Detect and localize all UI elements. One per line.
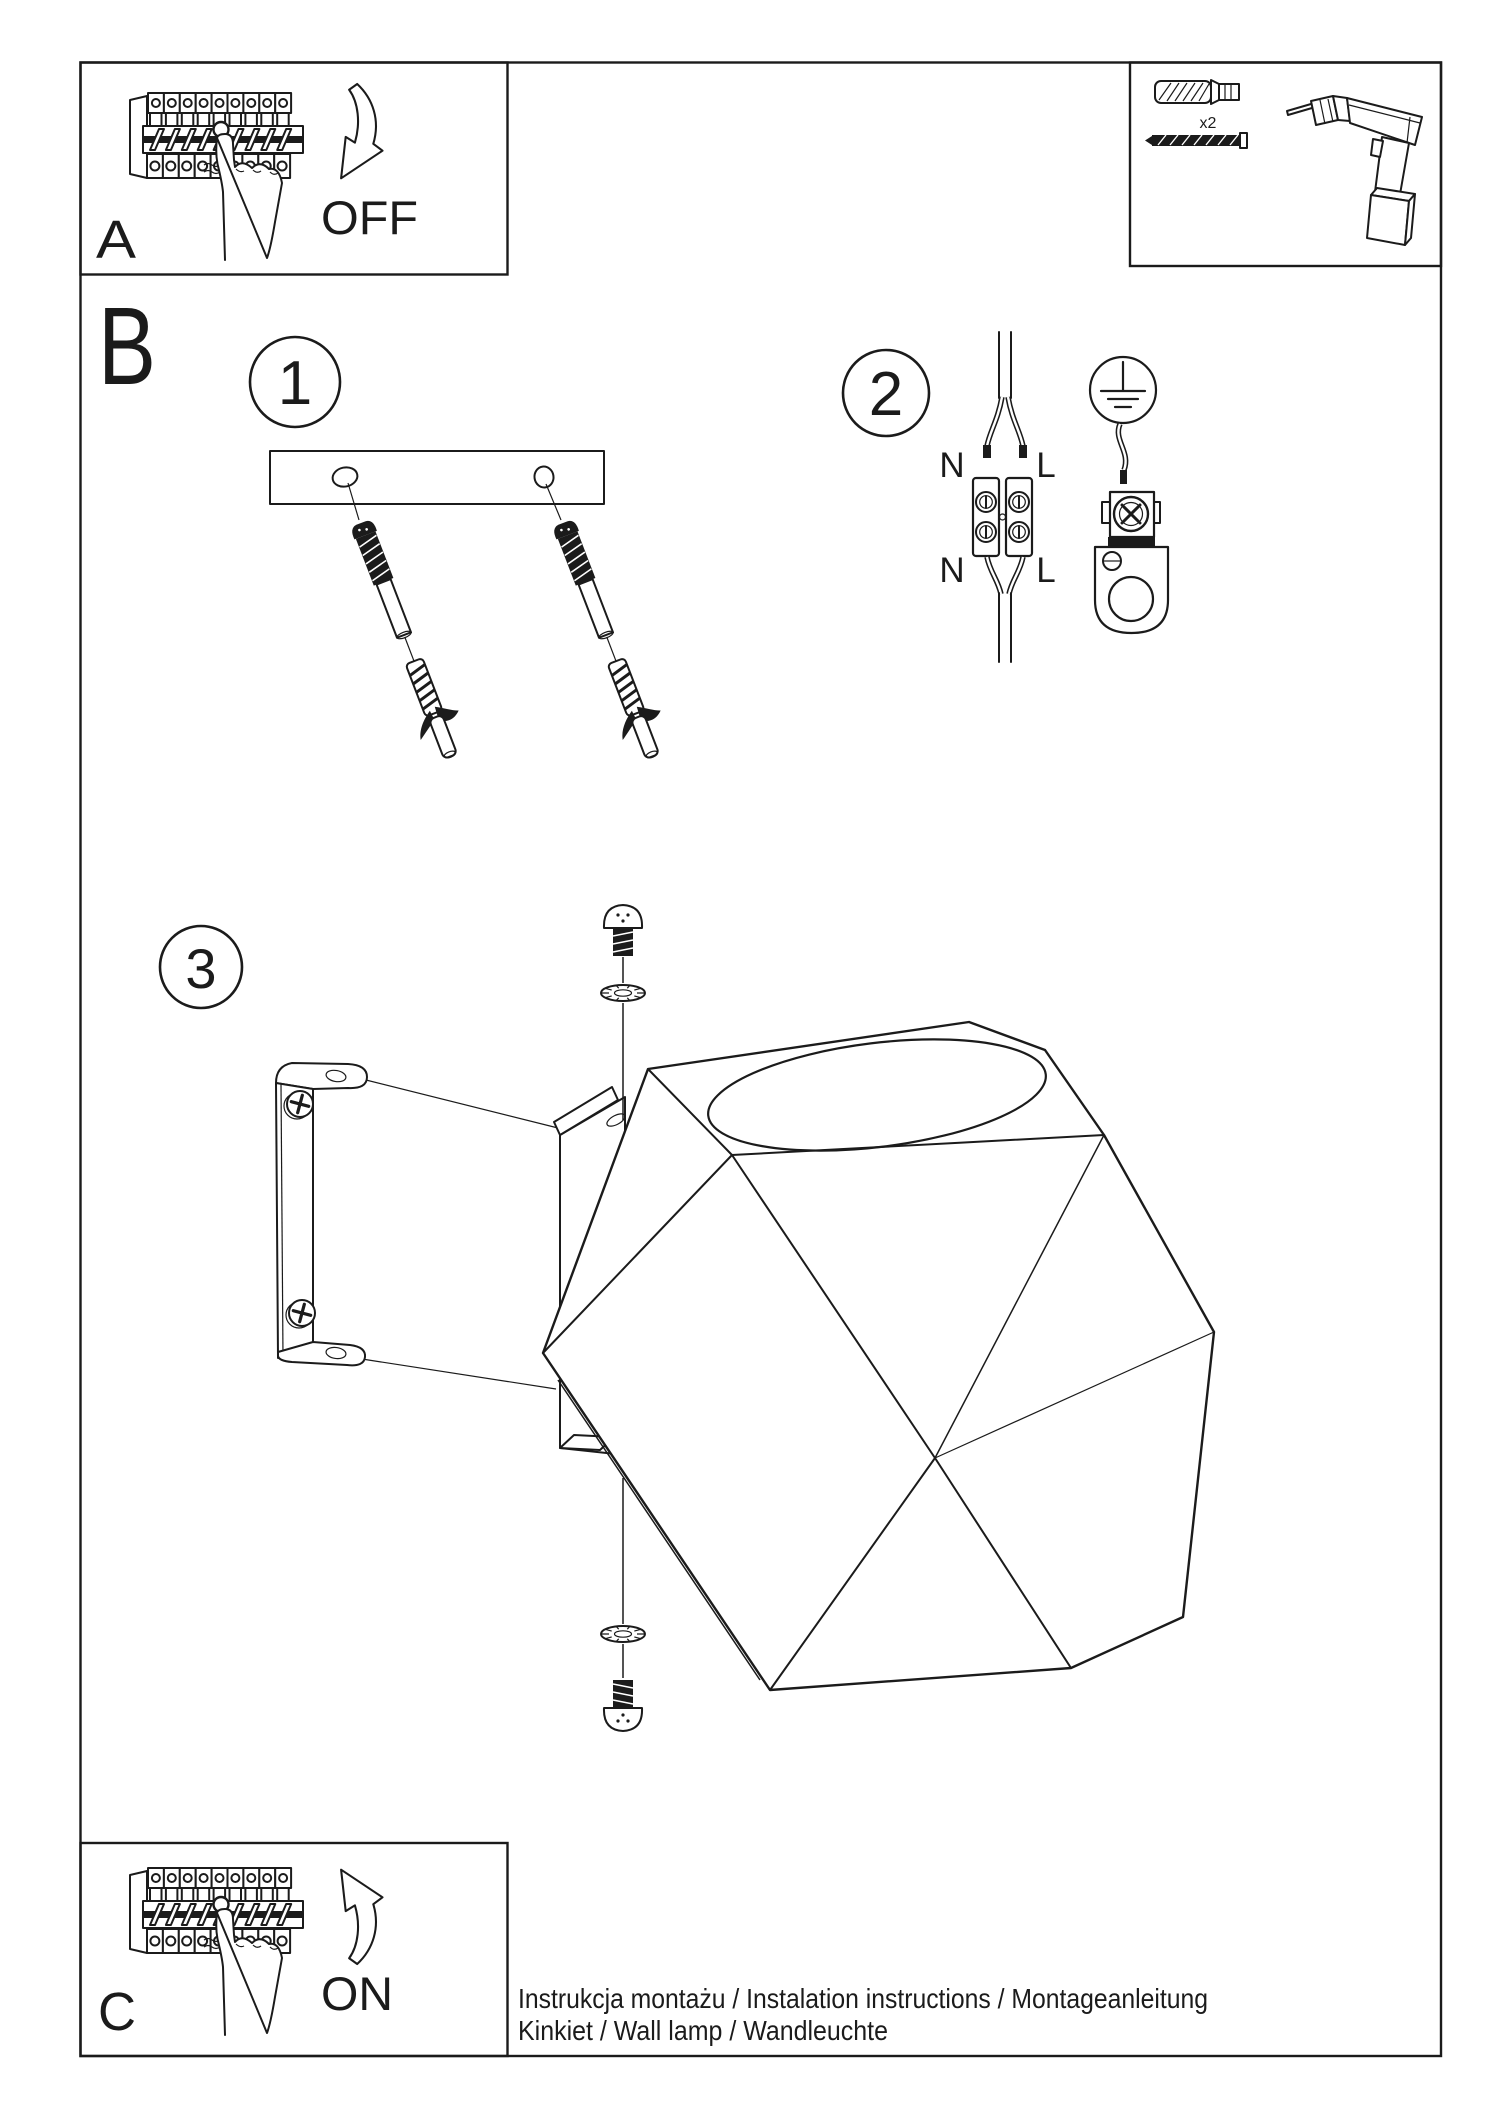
off-label: OFF bbox=[321, 191, 418, 244]
section-label-c: C bbox=[98, 1982, 136, 2042]
terminal-block-illustration bbox=[971, 331, 1034, 663]
on-label: ON bbox=[321, 1967, 393, 2020]
screw-anchor-illustration bbox=[338, 512, 475, 767]
step2-illustration: 2 N L N L bbox=[841, 331, 1170, 663]
step1-number: 1 bbox=[278, 349, 312, 418]
wall-bracket-illustration bbox=[275, 1062, 368, 1367]
page-border bbox=[79, 61, 1443, 2058]
drill-icon bbox=[1286, 95, 1423, 246]
step3-illustration: 3 bbox=[158, 904, 1216, 1732]
mounting-screw-top-icon bbox=[602, 904, 644, 957]
screw-anchor-illustration bbox=[540, 512, 677, 767]
ground-terminal-illustration bbox=[1093, 422, 1170, 635]
step3-circle bbox=[158, 924, 244, 1010]
ground-symbol-icon bbox=[1088, 355, 1158, 425]
footer-instructions-line: Instrukcja montażu / Instalation instruc… bbox=[518, 1983, 1208, 2014]
breaker-panel-illustration bbox=[130, 93, 303, 178]
breaker-panel-illustration bbox=[130, 1868, 303, 1953]
footer-product-line: Kinkiet / Wall lamp / Wandleuchte bbox=[518, 2015, 888, 2046]
step2-circle bbox=[841, 348, 931, 438]
power-on-step-box: C ON bbox=[79, 1841, 509, 2058]
step2-number: 2 bbox=[869, 360, 903, 429]
neutral-label-bottom: N bbox=[939, 551, 964, 590]
neutral-label-top: N bbox=[939, 446, 964, 485]
step3-number: 3 bbox=[185, 937, 216, 1000]
step1-circle bbox=[248, 335, 342, 429]
live-label-bottom: L bbox=[1036, 551, 1055, 590]
power-off-step-box: A OFF bbox=[79, 61, 509, 276]
footer: Instrukcja montażu / Instalation instruc… bbox=[518, 1983, 1208, 2046]
plug-quantity-label: x2 bbox=[1200, 115, 1217, 132]
step1-illustration: 1 bbox=[248, 335, 677, 767]
mounting-screw-bottom-icon bbox=[602, 1679, 644, 1732]
live-label-top: L bbox=[1036, 446, 1055, 485]
washer-bottom-icon bbox=[600, 1625, 646, 1643]
section-label-b: B bbox=[98, 285, 156, 408]
wall-plug-icon bbox=[1154, 79, 1240, 105]
lamp-body-illustration bbox=[541, 1020, 1216, 1692]
section-label-a: A bbox=[96, 210, 136, 270]
mounting-plate-illustration bbox=[269, 450, 605, 505]
required-hardware-box: x2 bbox=[1128, 61, 1443, 268]
screw-icon bbox=[1145, 132, 1248, 149]
washer-top-icon bbox=[600, 984, 646, 1002]
arrow-down-icon bbox=[340, 82, 384, 180]
arrow-up-icon bbox=[340, 1868, 384, 1966]
